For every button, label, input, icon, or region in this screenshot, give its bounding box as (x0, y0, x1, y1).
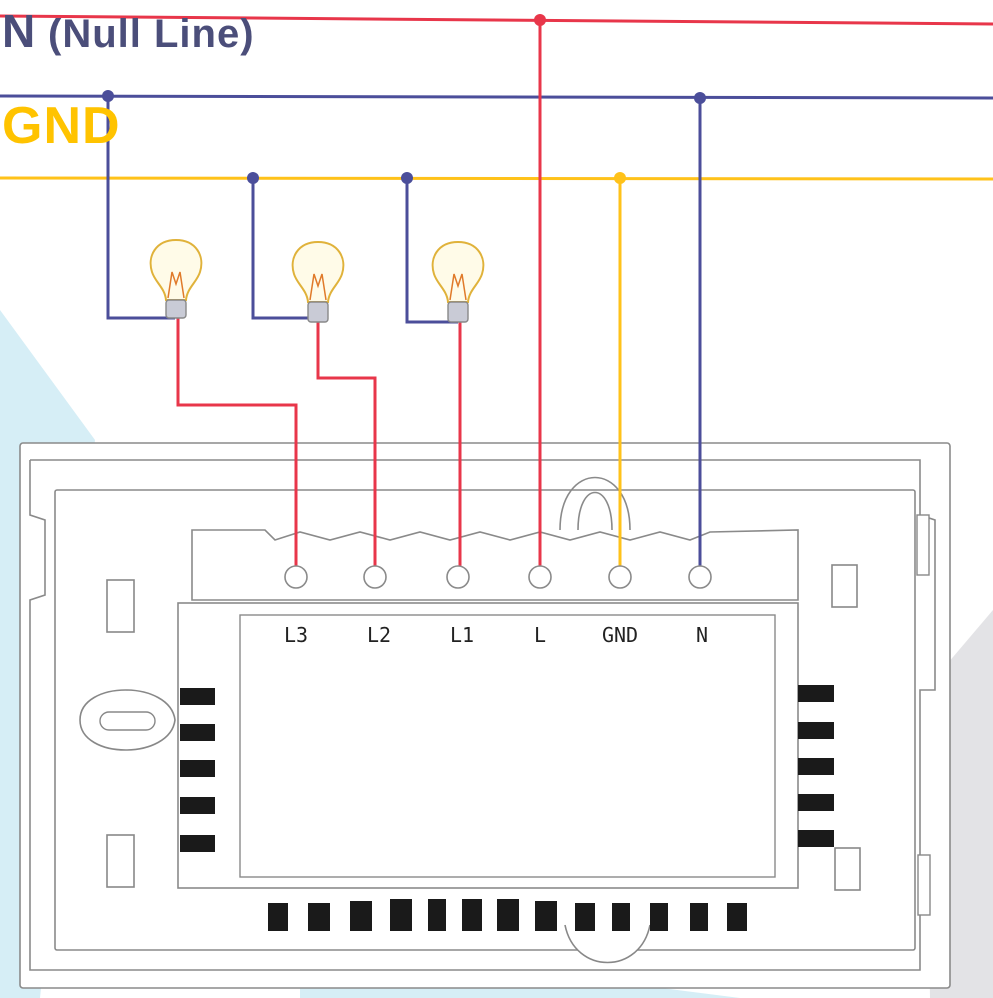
terminal-label-gnd: GND (602, 623, 638, 647)
junction-dot (247, 172, 259, 184)
live-bus-wire (0, 176, 993, 181)
neutral-null-bus-wire (0, 14, 993, 26)
right-vents (798, 685, 834, 847)
lamp-2-bulb-icon (291, 240, 345, 323)
junction-dot (102, 90, 114, 102)
null-line-letter: N (2, 5, 36, 57)
l2-wire (316, 322, 377, 575)
null-line-label: N (Null Line) (2, 4, 255, 58)
terminal-label-l3: L3 (284, 623, 308, 647)
terminal-label-l: L (534, 623, 546, 647)
lamp-1-bulb-icon (431, 240, 485, 323)
mount-slot (831, 564, 858, 608)
junction-dot (401, 172, 413, 184)
junction-dot (534, 14, 546, 26)
lamp-1-feed-wire (405, 178, 458, 324)
junction-dot (694, 92, 706, 104)
lamp-3-feed-wire (106, 97, 175, 320)
gnd-bus-wire (0, 94, 993, 100)
mount-slot (834, 847, 861, 891)
bottom-vents (268, 899, 747, 931)
lamp-2-feed-wire (251, 178, 318, 320)
mount-slot (916, 514, 930, 576)
junction-dot (614, 172, 626, 184)
terminal-label-n: N (696, 623, 708, 647)
mount-slot (106, 579, 135, 633)
terminal-label-l2: L2 (367, 623, 391, 647)
inner-panel (177, 602, 799, 889)
left-vents (180, 688, 215, 852)
bottom-notch (564, 924, 651, 964)
terminal-label-l1: L1 (450, 623, 474, 647)
screw-slot (99, 711, 156, 731)
terminal-screws (284, 565, 712, 589)
mount-slot (917, 854, 931, 916)
ground-label: GND (2, 97, 121, 155)
null-line-text: (Null Line) (48, 12, 255, 56)
l3-wire (176, 318, 298, 575)
inner-window (239, 614, 776, 878)
lamp-3-bulb-icon (149, 238, 203, 319)
mount-slot (106, 834, 135, 888)
